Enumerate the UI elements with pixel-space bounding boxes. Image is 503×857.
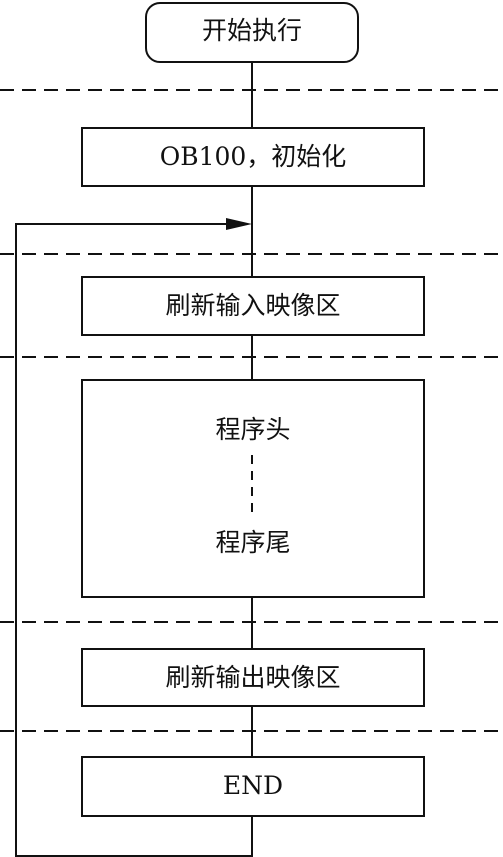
output-refresh-label: 刷新输出映像区 (165, 663, 341, 692)
program-tail-label: 程序尾 (215, 528, 291, 557)
input-refresh-box (81, 276, 425, 336)
loop-back-line (15, 223, 253, 857)
output-refresh-box (81, 648, 425, 707)
start-label: 开始执行 (201, 16, 302, 45)
loop-back-arrowhead (226, 218, 252, 230)
start-terminal (145, 2, 359, 63)
init-box (81, 127, 425, 187)
input-refresh-label: 刷新输入映像区 (165, 291, 341, 320)
end-label: END (222, 771, 284, 800)
program-head-label: 程序头 (215, 415, 291, 444)
end-box (81, 756, 425, 817)
init-label: OB100，初始化 (159, 142, 347, 171)
